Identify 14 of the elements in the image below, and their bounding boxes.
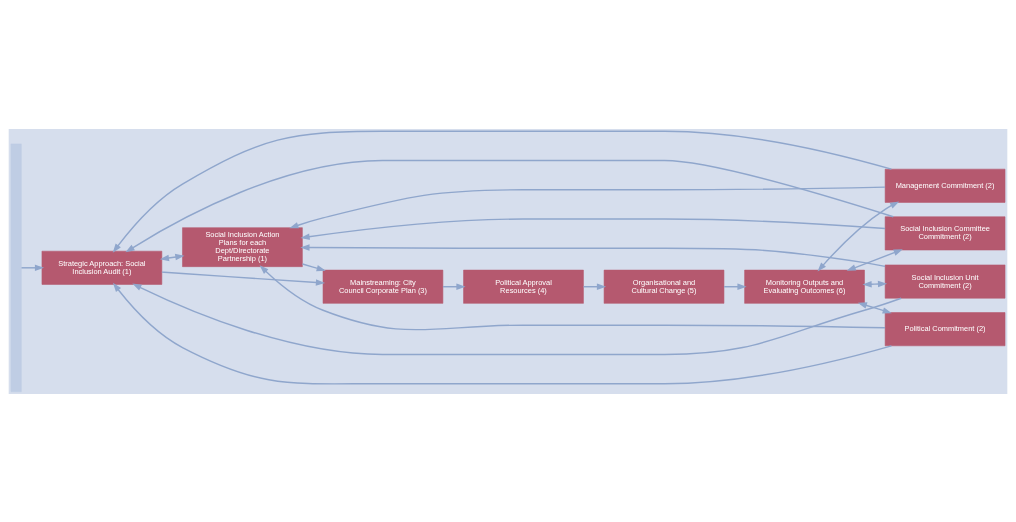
arrow — [112, 130, 893, 253]
arrow — [862, 280, 888, 287]
arrow — [301, 262, 326, 271]
arrow — [857, 301, 892, 314]
arrow — [289, 185, 886, 228]
node-bar — [10, 143, 22, 392]
arrow — [300, 217, 886, 240]
arrow — [259, 264, 886, 331]
arrow — [300, 243, 886, 267]
arrow — [20, 264, 45, 271]
arrow — [125, 159, 894, 252]
arrow — [817, 200, 900, 272]
arrow — [161, 270, 326, 286]
arrow — [846, 248, 903, 271]
